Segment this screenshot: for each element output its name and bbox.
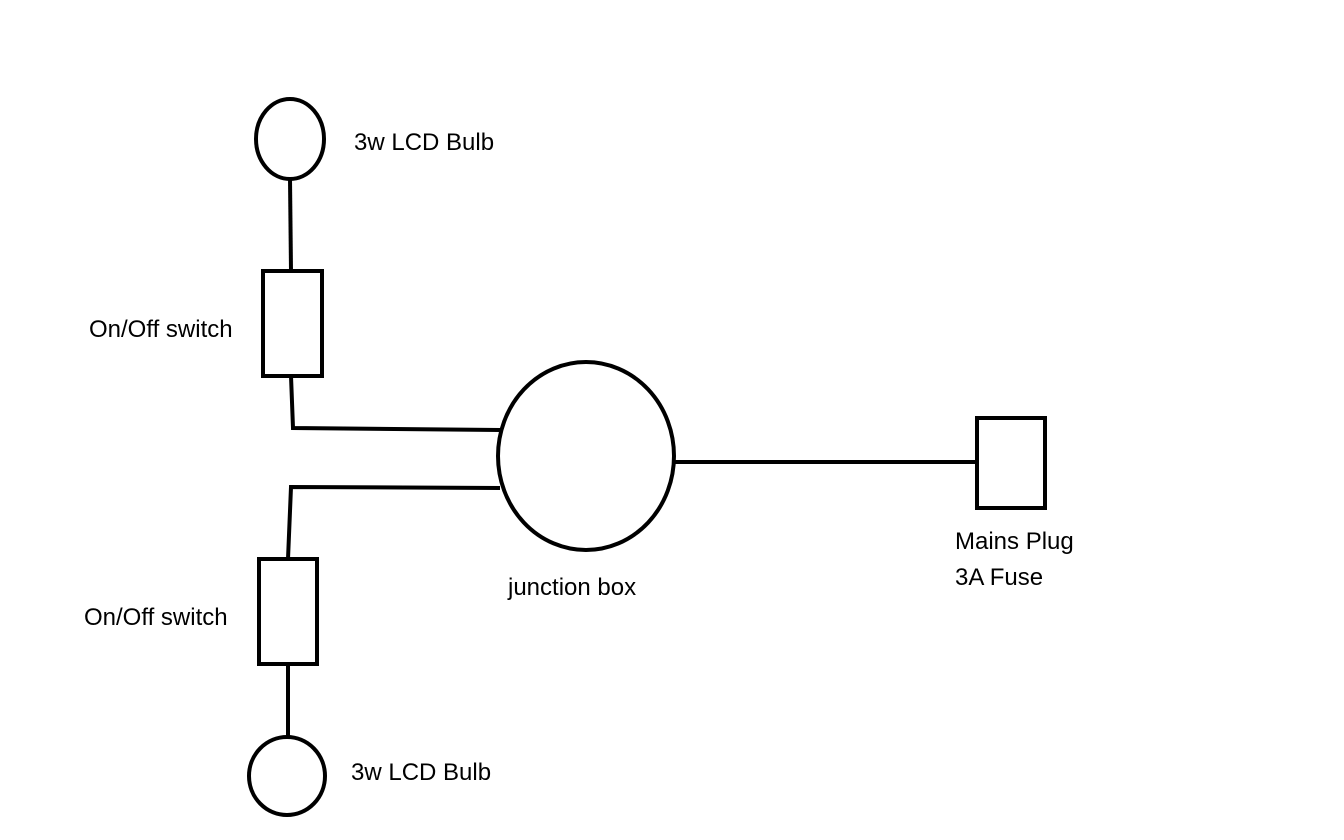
fuse-label: 3A Fuse: [955, 564, 1044, 591]
mains-plug-label: Mains Plug: [955, 528, 1074, 555]
mains-plug-symbol: [975, 416, 1047, 510]
junction-box-symbol: [496, 360, 676, 552]
top-switch-label: On/Off switch: [89, 316, 233, 343]
junction-box-label: junction box: [508, 574, 637, 601]
wire-top-bulb-to-switch: [288, 178, 293, 272]
top-bulb-label: 3w LCD Bulb: [354, 129, 495, 156]
top-switch-symbol: [261, 269, 324, 378]
top-bulb-symbol: [254, 97, 326, 181]
wire-top-switch-to-junction: [289, 375, 501, 432]
bottom-switch-symbol: [257, 557, 319, 666]
bottom-bulb-symbol: [247, 735, 327, 817]
wire-junction-to-bottom-switch: [286, 484, 501, 560]
bottom-switch-label: On/Off switch: [84, 604, 228, 631]
bottom-bulb-label: 3w LCD Bulb: [351, 759, 492, 786]
